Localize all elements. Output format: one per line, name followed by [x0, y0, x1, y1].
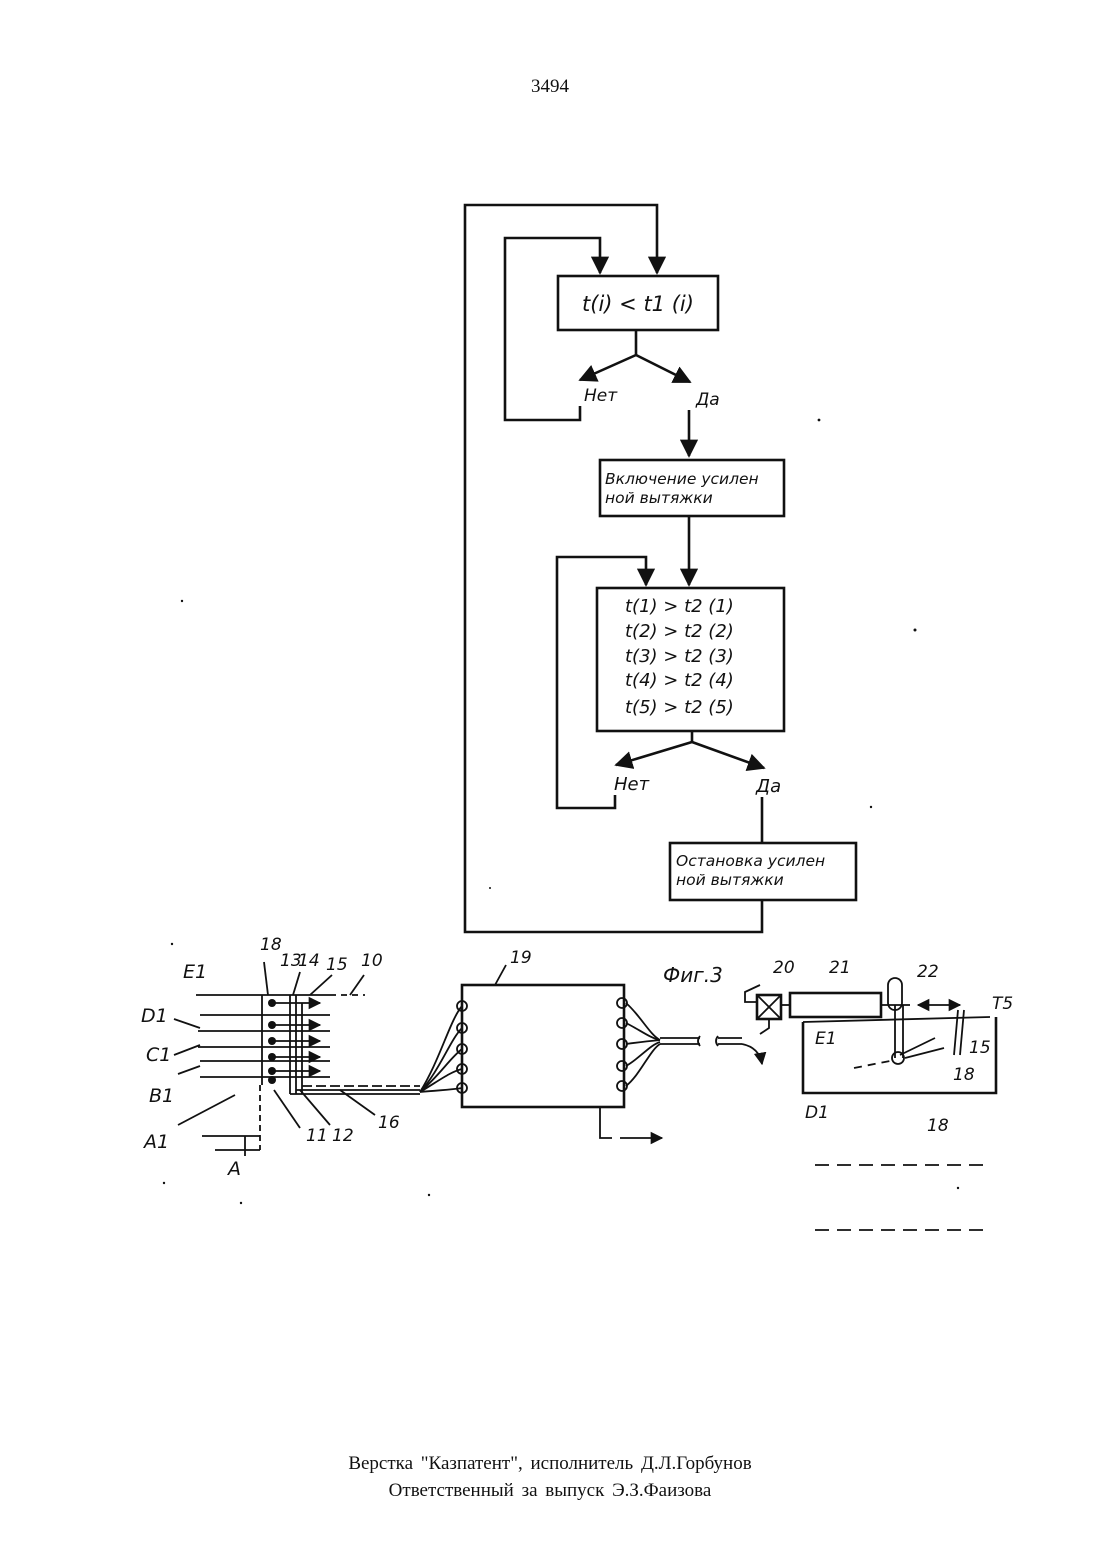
actuator-21 [790, 993, 881, 1017]
sensor-dot [268, 1067, 276, 1075]
no-branch-arrow-2 [616, 742, 692, 765]
condition-2-line-1: t(1) > t2 (1) [625, 596, 734, 617]
action-2-line-1: Остановка усилен [676, 852, 825, 870]
no-label-1: Нет [584, 386, 618, 406]
callout-15-right: 15 [969, 1038, 991, 1058]
scan-specks [163, 419, 959, 1205]
figure-label: Фиг.3 [663, 963, 723, 987]
footer-line-2: Ответственный за выпуск Э.З.Фаизова [0, 1480, 1100, 1502]
callout-18-right-a: 18 [953, 1065, 975, 1085]
condition-2-line-5: t(5) > t2 (5) [625, 697, 734, 718]
action-1-line-1: Включение усилен [605, 470, 759, 488]
label-A1: A1 [142, 1131, 169, 1153]
sensor-dot [268, 1037, 276, 1045]
no-branch-arrow-1 [580, 355, 636, 380]
callout-18-right-b: 18 [927, 1116, 949, 1136]
label-D1-right: D1 [805, 1103, 829, 1123]
yes-label-2: Да [755, 776, 781, 797]
callout-12: 12 [332, 1126, 354, 1146]
condition-2-line-4: t(4) > t2 (4) [625, 670, 734, 691]
sensor-dot [268, 1021, 276, 1029]
label-B1: B1 [149, 1085, 174, 1107]
condition-2-line-3: t(3) > t2 (3) [625, 646, 734, 667]
action-box-1 [600, 460, 784, 516]
condition-2-line-2: t(2) > t2 (2) [625, 621, 734, 642]
footer-line-1: Верстка "Казпатент", исполнитель Д.Л.Гор… [0, 1453, 1100, 1475]
callout-16: 16 [378, 1113, 400, 1133]
label-C1: C1 [146, 1044, 171, 1066]
callout-22: 22 [917, 962, 939, 982]
label-D1: D1 [141, 1005, 168, 1027]
yes-branch-arrow-2 [692, 742, 764, 768]
callout-14: 14 [298, 951, 320, 971]
callout-18: 18 [260, 935, 282, 955]
callout-11: 11 [306, 1126, 328, 1146]
controller-box-19 [462, 985, 624, 1107]
sensor-dot [268, 999, 276, 1007]
label-E1: E1 [183, 961, 207, 983]
callout-10: 10 [361, 951, 383, 971]
condition-1-text: t(i) < t1 (i) [582, 292, 694, 316]
label-A: A [226, 1158, 241, 1180]
yes-label-1: Да [695, 390, 720, 410]
callout-20: 20 [773, 958, 795, 978]
sensor-dot [268, 1053, 276, 1061]
no-label-2: Нет [614, 774, 650, 795]
callout-15: 15 [326, 955, 348, 975]
sensor-dot [268, 1076, 276, 1084]
flowchart: t(i) < t1 (i) Нет Да Включение усилен но… [465, 205, 856, 987]
callout-21: 21 [829, 958, 851, 978]
action-2-line-2: ной вытяжки [676, 871, 784, 889]
callout-T5: T5 [992, 994, 1013, 1014]
schematic: E1 D1 C1 B1 A1 A 18 13 14 15 10 11 12 16… [141, 935, 1013, 1230]
label-E1-right: E1 [815, 1029, 837, 1049]
callout-19: 19 [510, 948, 532, 968]
yes-branch-arrow-1 [636, 355, 690, 382]
action-1-line-2: ной вытяжки [605, 489, 713, 507]
